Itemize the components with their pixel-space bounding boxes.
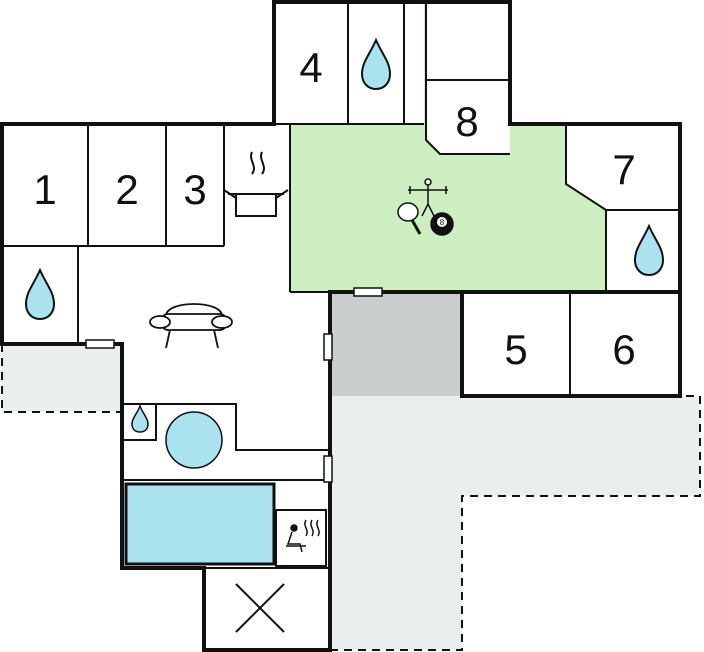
inner-walls (2, 2, 680, 569)
billiard-ball-label: 8 (440, 218, 445, 227)
water-drop-icon (360, 37, 392, 91)
sauna-icon (286, 519, 320, 553)
terrace-right (330, 395, 701, 651)
cooking-pot-icon (223, 151, 289, 217)
terrace-left (1, 344, 122, 413)
activity-room (290, 2, 606, 292)
whirlpool-icon (165, 411, 223, 469)
water-drop-icon (131, 403, 149, 433)
pool-icon (124, 482, 276, 566)
windows (85, 287, 383, 483)
room-number-7: 7 (612, 146, 635, 193)
room-number-5: 5 (504, 326, 527, 373)
room-number-3: 3 (183, 166, 206, 213)
water-drop-icon (633, 223, 665, 277)
games-icon: 8 (397, 178, 454, 236)
room-number-1: 1 (33, 166, 56, 213)
utility-room (330, 294, 460, 396)
room-number-2: 2 (115, 166, 138, 213)
technical-room-icon (235, 583, 285, 633)
room-number-6: 6 (612, 326, 635, 373)
water-drop-icon (24, 267, 56, 321)
room-number-4: 4 (299, 44, 322, 91)
room-number-8: 8 (455, 98, 478, 145)
sofa-icon (149, 303, 233, 349)
